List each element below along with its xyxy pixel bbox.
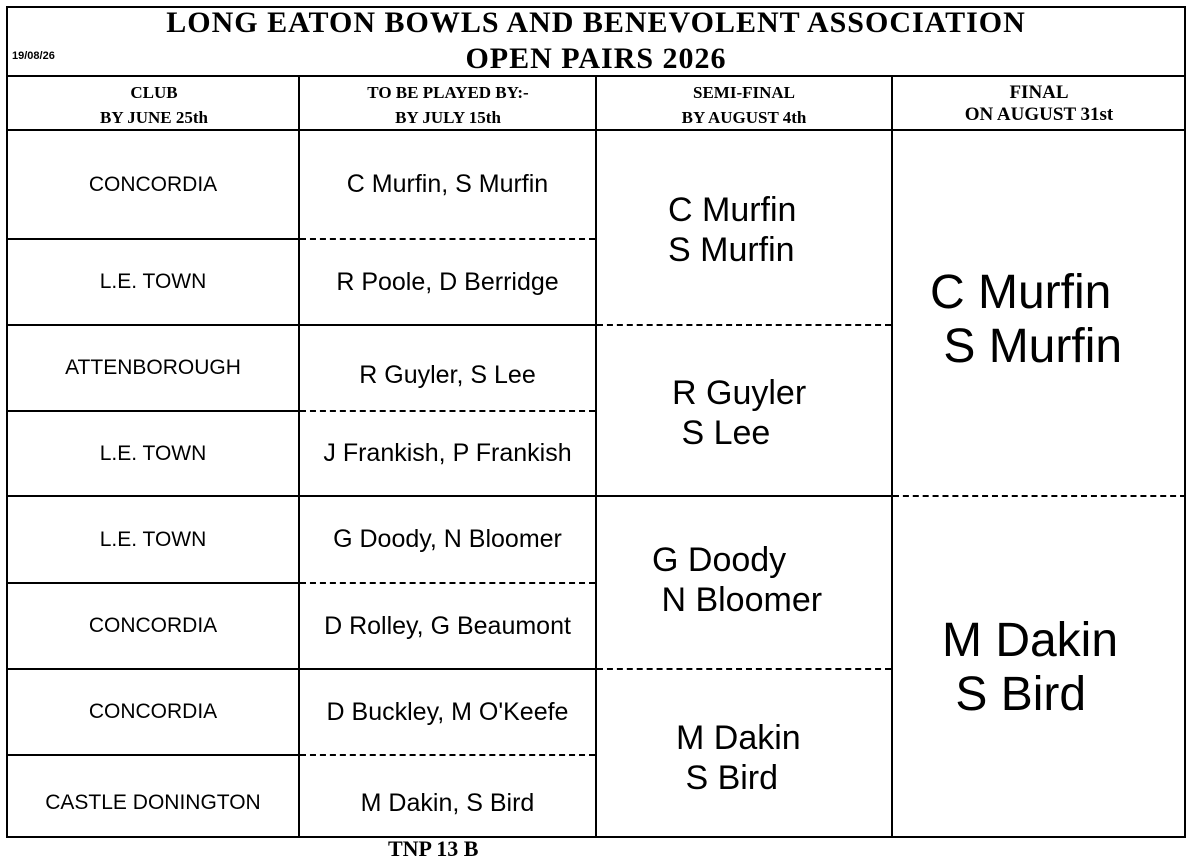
header-semi-line1: SEMI-FINAL (692, 83, 795, 102)
finalist: M Dakin S Bird (942, 614, 1119, 721)
header-round1-line2: BY JULY 15th (395, 108, 501, 127)
pair-name: R Poole, D Berridge (336, 267, 559, 296)
pair-name: M Dakin, S Bird (360, 788, 535, 817)
header-final-line1: FINAL (1009, 82, 1069, 103)
semi-winner: C Murfin S Murfin (668, 191, 797, 269)
club-row-line (6, 668, 298, 670)
finalist: C Murfin S Murfin (930, 266, 1123, 373)
print-date: 19/08/26 (12, 50, 55, 62)
header-club: CLUB BY JUNE 25th (8, 80, 300, 130)
club-name: L.E. TOWN (99, 270, 207, 293)
match-dash-line (300, 238, 595, 240)
header-semi-line2: BY AUGUST 4th (681, 108, 807, 127)
match-divider (298, 324, 595, 326)
semi-dash-line (597, 668, 891, 670)
club-row-line (6, 582, 298, 584)
club-name: L.E. TOWN (99, 441, 207, 465)
club-name: ATTENBOROUGH (65, 356, 241, 379)
club-row-line (6, 754, 298, 756)
pair-name: R Guyler, S Lee (359, 360, 536, 389)
club-name: CONCORDIA (88, 700, 218, 723)
club-row-line (6, 238, 298, 240)
semi-dash-line (597, 324, 891, 326)
header-round1-line1: TO BE PLAYED BY:- (367, 83, 529, 102)
page-subtitle: OPEN PAIRS 2026 (465, 42, 727, 75)
match-divider (298, 495, 595, 497)
club-row-line (6, 324, 298, 326)
semi-divider (595, 495, 891, 497)
col-divider-1 (298, 75, 300, 838)
club-name: CONCORDIA (88, 172, 218, 196)
match-dash-line (300, 410, 595, 412)
pair-name: D Buckley, M O'Keefe (326, 697, 569, 726)
club-name: L.E. TOWN (99, 527, 207, 551)
match-divider (298, 668, 595, 670)
header-final-line2: ON AUGUST 31st (964, 104, 1114, 125)
page-title: LONG EATON BOWLS AND BENEVOLENT ASSOCIAT… (166, 6, 1026, 39)
semi-winner: R Guyler S Lee (672, 374, 807, 452)
pair-name: J Frankish, P Frankish (323, 439, 572, 467)
match-dash-line (300, 582, 595, 584)
semi-winner: G Doody N Bloomer (652, 541, 823, 619)
final-dash-line (893, 495, 1186, 497)
col-divider-2 (595, 75, 597, 838)
club-name: CONCORDIA (88, 614, 218, 637)
header-final: FINAL ON AUGUST 31st (892, 82, 1186, 126)
pair-name: C Murfin, S Murfin (346, 170, 549, 198)
header-club-line2: BY JUNE 25th (100, 108, 208, 127)
header-semi: SEMI-FINAL BY AUGUST 4th (596, 80, 892, 130)
club-row-line (6, 495, 298, 497)
pair-name: G Doody, N Bloomer (333, 525, 562, 553)
col-divider-3 (891, 75, 893, 838)
footer-code: TNP 13 B (388, 836, 479, 861)
header-round1: TO BE PLAYED BY:- BY JULY 15th (300, 80, 596, 130)
pair-name: D Rolley, G Beaumont (324, 611, 571, 640)
semi-winner: M Dakin S Bird (676, 719, 801, 797)
club-row-line (6, 410, 298, 412)
match-dash-line (300, 754, 595, 756)
club-name: CASTLE DONINGTON (45, 791, 261, 814)
header-club-line1: CLUB (130, 83, 178, 102)
